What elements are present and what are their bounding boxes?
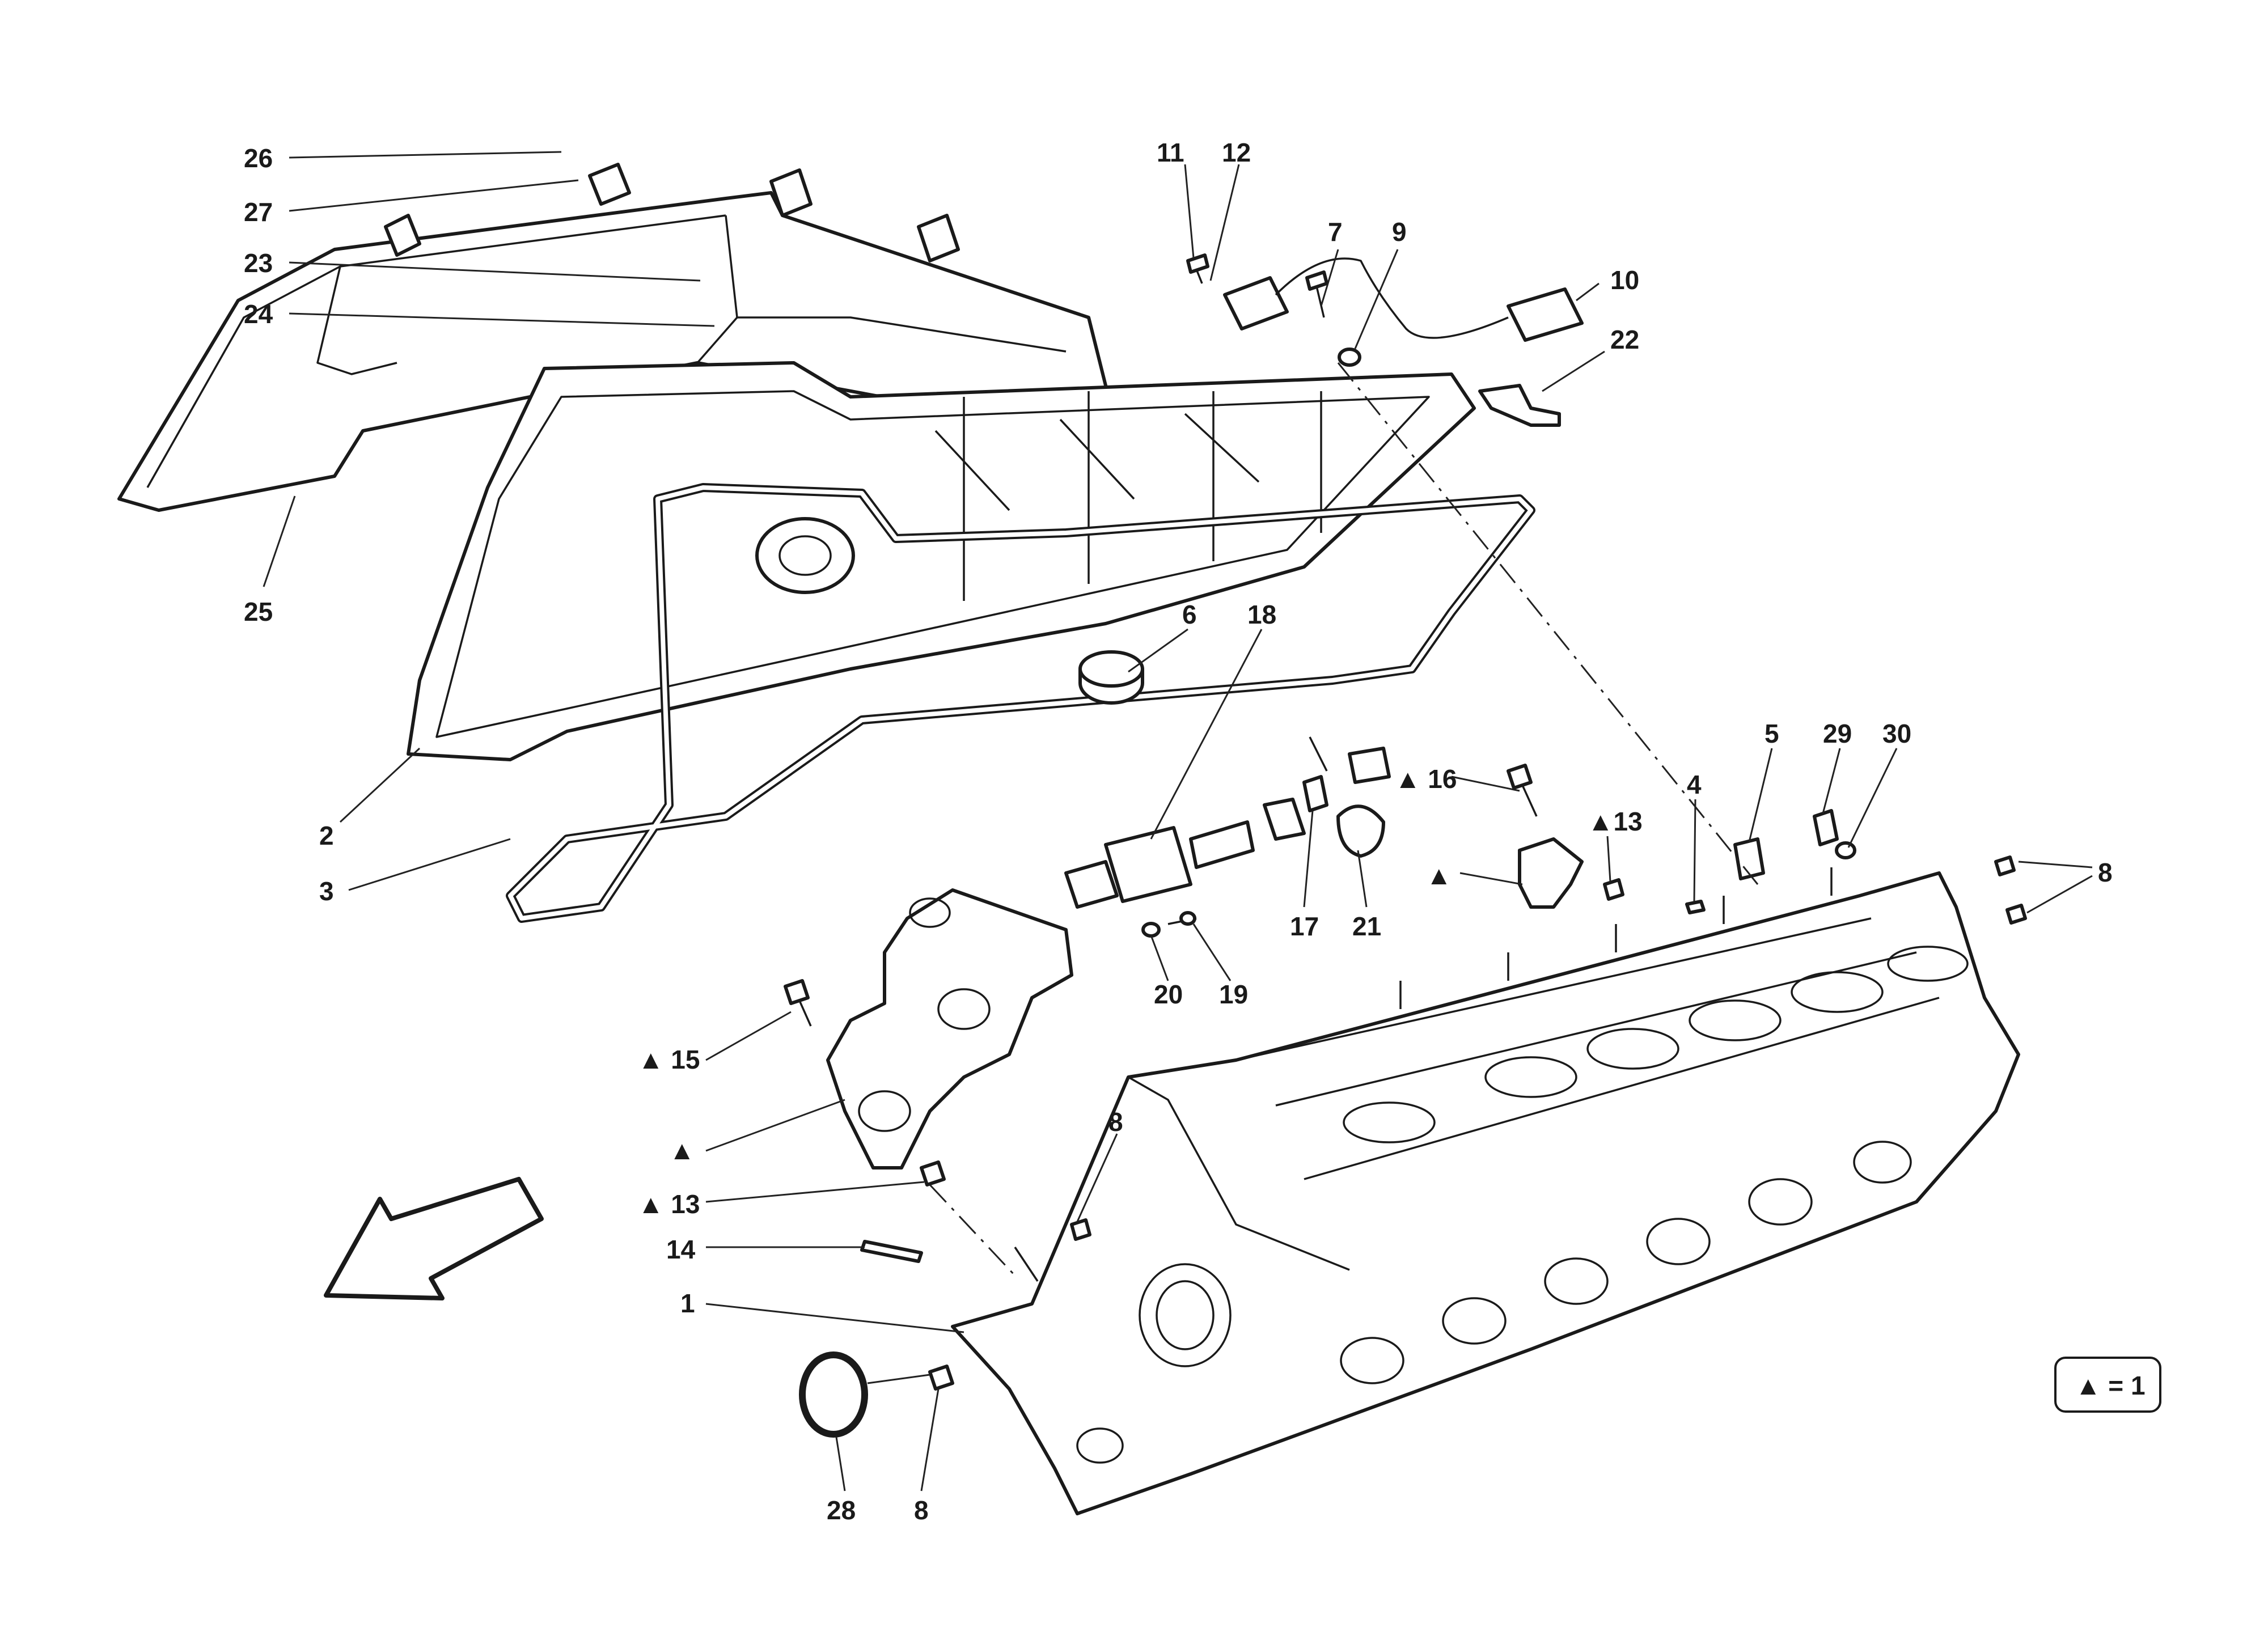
washer-30 <box>1835 841 1856 859</box>
sensor-12 <box>1223 257 1584 342</box>
label-20: 20 <box>1154 980 1183 1009</box>
bolt-19 <box>1167 911 1197 926</box>
solenoid-18 <box>1064 798 1306 909</box>
label-triangle-lower: ▲ <box>669 1135 695 1165</box>
label-19: 19 <box>1219 980 1248 1009</box>
label-16: ▲ 16 <box>1395 764 1457 794</box>
legend: ▲ = 1 <box>2054 1357 2161 1413</box>
cylinder-head-1 <box>951 867 2020 1515</box>
label-22: 22 <box>1610 325 1639 354</box>
label-27: 27 <box>244 197 273 227</box>
legend-text: ▲ = 1 <box>2075 1371 2146 1400</box>
plug-29 <box>1813 809 1839 846</box>
cam-cover-2 <box>407 361 1476 761</box>
clip-21 <box>1336 804 1385 858</box>
bolt-15 <box>784 979 812 1027</box>
label-23: 23 <box>244 248 273 278</box>
washer-20 <box>1141 922 1161 938</box>
bracket-16 <box>1518 837 1584 909</box>
label-8-right: 8 <box>2098 858 2113 887</box>
timing-cover-25 <box>117 163 1113 512</box>
label-15: ▲ 15 <box>638 1045 700 1074</box>
plug-22 <box>1478 384 1561 427</box>
label-18: 18 <box>1247 600 1276 629</box>
label-26: 26 <box>244 143 273 173</box>
pin-4 <box>1685 900 1706 914</box>
grommet-6 <box>1078 650 1144 705</box>
bracket-part <box>826 888 1073 1170</box>
label-10: 10 <box>1610 265 1639 295</box>
dowel-8-lower <box>928 1365 954 1391</box>
label-25: 25 <box>244 597 273 626</box>
label-4: 4 <box>1687 770 1702 799</box>
label-8-lower: 8 <box>914 1495 929 1525</box>
label-9: 9 <box>1392 217 1407 247</box>
label-11: 11 <box>1157 138 1184 167</box>
bolt-11 <box>1186 253 1209 284</box>
legend-box <box>2054 1357 2161 1413</box>
label-13-upper: ▲13 <box>1588 807 1643 836</box>
o-ring-28 <box>799 1351 868 1438</box>
plug-8-upper <box>1994 855 2027 925</box>
label-13-lower: ▲ 13 <box>638 1189 700 1219</box>
dowel-8-mid <box>1070 1218 1091 1241</box>
label-29: 29 <box>1823 719 1852 748</box>
label-3: 3 <box>319 876 334 906</box>
gasket-3 <box>506 483 1535 923</box>
label-17: 17 <box>1290 912 1319 941</box>
label-8-mid: 8 <box>1108 1107 1123 1137</box>
label-30: 30 <box>1882 719 1911 748</box>
arrow-down-left-icon <box>324 1177 544 1300</box>
sensor-17 <box>1302 736 1391 812</box>
label-28: 28 <box>827 1495 856 1525</box>
label-12: 12 <box>1222 138 1251 167</box>
label-7: 7 <box>1328 217 1343 247</box>
label-1: 1 <box>680 1289 695 1318</box>
label-6: 6 <box>1182 600 1197 629</box>
label-14: 14 <box>666 1235 696 1264</box>
bolt-7 <box>1305 270 1328 318</box>
label-24: 24 <box>244 299 273 329</box>
callout-labels: 26 27 23 24 25 2 3 11 12 7 9 10 22 6 18 … <box>244 138 2113 1525</box>
leader-lines <box>263 151 2093 1492</box>
label-5: 5 <box>1765 719 1779 748</box>
label-2: 2 <box>319 821 334 850</box>
dowel-13-lower <box>920 1160 946 1187</box>
bolt-16 <box>1507 764 1538 817</box>
dowel-13-upper <box>1603 878 1624 901</box>
label-21: 21 <box>1352 912 1381 941</box>
label-triangle-upper: ▲ <box>1426 861 1452 890</box>
pin-14 <box>860 1240 923 1263</box>
washer-9 <box>1338 348 1361 367</box>
